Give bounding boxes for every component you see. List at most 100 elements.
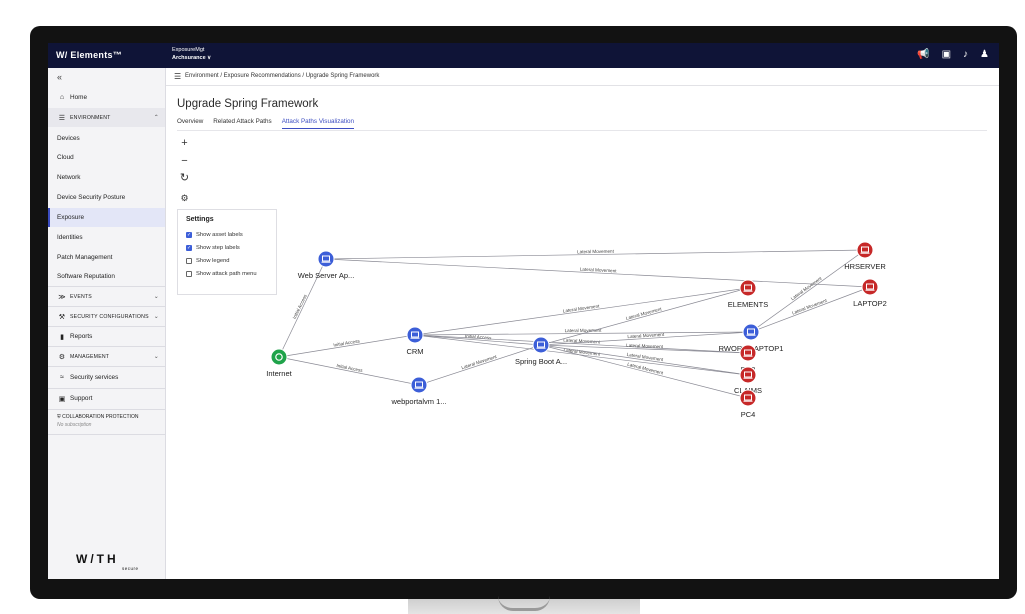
graph-edge-web-to-laptop2[interactable]: [325, 258, 871, 288]
sidebar-section-management[interactable]: ⚙ MANAGEMENT ⌄: [48, 347, 165, 366]
sidebar-item-network[interactable]: Network: [57, 174, 81, 181]
graph-node-internet[interactable]: Internet: [266, 348, 293, 378]
graph-edge-label: Initial Access: [292, 293, 308, 320]
sidebar: « ⌂ Home ☰ ENVIRONMENT ⌃ Devices Cloud N…: [48, 68, 166, 579]
graph-node-label: HRSERVER: [844, 262, 886, 271]
graph-edge-crm-to-claims[interactable]: [414, 334, 749, 376]
graph-edge-internet-to-webportal[interactable]: [278, 356, 420, 386]
graph-node-circle[interactable]: [406, 326, 424, 344]
show-step-labels-option[interactable]: ✓ Show step labels: [186, 241, 268, 254]
graph-edge-label: Lateral Movement: [790, 275, 823, 301]
graph-edge-crm-to-spring[interactable]: [414, 334, 542, 346]
sidebar-item-collaboration-protection[interactable]: ⛨ COLLABORATION PROTECTION No subscripti…: [57, 414, 138, 428]
user-icon[interactable]: ♟: [980, 49, 989, 60]
graph-edge-internet-to-web[interactable]: [278, 258, 327, 358]
sidebar-item-label: EVENTS: [70, 293, 92, 300]
laptop-icon: [415, 381, 423, 388]
settings-button[interactable]: ⚙: [180, 193, 189, 203]
option-label: Show step labels: [196, 244, 240, 251]
collapse-sidebar-icon[interactable]: «: [57, 72, 63, 82]
sidebar-item-exposure[interactable]: Exposure: [48, 208, 165, 227]
sidebar-item-software-reputation[interactable]: Software Reputation: [57, 273, 115, 280]
checkbox-checked-icon[interactable]: ✓: [186, 231, 192, 238]
zoom-in-button[interactable]: +: [181, 137, 188, 149]
graph-edge-spring-to-elements[interactable]: [540, 287, 749, 346]
sidebar-section-environment[interactable]: ☰ ENVIRONMENT ⌃: [48, 108, 165, 127]
graph-edge-spring-to-rwork[interactable]: [540, 331, 752, 346]
graph-node-spring[interactable]: Spring Boot A...: [515, 336, 567, 366]
graph-node-hrserver[interactable]: HRSERVER: [844, 241, 886, 271]
graph-edge-crm-to-pc3[interactable]: [414, 334, 749, 354]
megaphone-icon[interactable]: 📢: [917, 49, 930, 60]
graph-node-laptop2[interactable]: LAPTOP2: [853, 278, 887, 308]
graph-edge-internet-to-crm[interactable]: [278, 334, 416, 358]
sidebar-item-home[interactable]: ⌂ Home: [48, 88, 165, 107]
show-asset-labels-option[interactable]: ✓ Show asset labels: [186, 228, 268, 241]
zoom-out-button[interactable]: −: [181, 155, 188, 167]
chevron-down-icon: ⌄: [153, 294, 159, 300]
tab-overview[interactable]: Overview: [177, 118, 204, 125]
monitor-stand-neck: [498, 596, 550, 611]
graph-edge-rwork-to-hrserver[interactable]: [750, 249, 866, 333]
tab-attack-paths-visualization[interactable]: Attack Paths Visualization: [281, 118, 355, 129]
checkbox-checked-icon[interactable]: ✓: [186, 244, 192, 251]
graph-edge-label: Lateral Movement: [461, 354, 498, 370]
sidebar-item-support[interactable]: ▣ Support: [48, 389, 165, 408]
sidebar-item-label: Home: [70, 94, 88, 101]
graph-node-circle[interactable]: [739, 344, 757, 362]
graph-edge-webportal-to-spring[interactable]: [418, 344, 542, 386]
sidebar-item-patch-management[interactable]: Patch Management: [57, 254, 113, 261]
graph-node-circle[interactable]: [739, 366, 757, 384]
graph-node-label: PC4: [741, 410, 756, 419]
graph-node-circle[interactable]: [739, 389, 757, 407]
sidebar-item-device-security-posture[interactable]: Device Security Posture: [57, 194, 126, 201]
sidebar-item-reports[interactable]: ▮ Reports: [48, 327, 165, 346]
graph-edge-spring-to-claims[interactable]: [540, 344, 749, 376]
bell-icon[interactable]: ♪: [963, 49, 969, 60]
sidebar-divider: [48, 409, 165, 410]
sidebar-item-security-services[interactable]: ≈ Security services: [48, 368, 165, 387]
graph-edge-rwork-to-laptop2[interactable]: [750, 286, 871, 333]
graph-node-circle[interactable]: [410, 376, 428, 394]
org-selector[interactable]: Archsurance ∨: [172, 55, 212, 61]
org-switcher[interactable]: ExposureMgt Archsurance ∨: [172, 46, 211, 62]
graph-node-circle[interactable]: [861, 278, 879, 296]
sidebar-item-identities[interactable]: Identities: [57, 234, 83, 241]
breadcrumb[interactable]: Environment / Exposure Recommendations /…: [185, 73, 380, 79]
graph-edge-crm-to-elements[interactable]: [414, 287, 749, 336]
graph-node-pc4[interactable]: PC4: [739, 389, 757, 419]
graph-node-circle[interactable]: [532, 336, 550, 354]
collab-title: COLLABORATION PROTECTION: [62, 414, 139, 420]
graph-node-circle[interactable]: [317, 250, 335, 268]
sidebar-section-security-configurations[interactable]: ⚒ SECURITY CONFIGURATIONS ⌄: [48, 307, 165, 326]
graph-edge-spring-to-pc3[interactable]: [540, 344, 749, 354]
checkbox-unchecked-icon[interactable]: [186, 270, 192, 277]
graph-node-circle[interactable]: [270, 348, 288, 366]
checkbox-unchecked-icon[interactable]: [186, 257, 192, 264]
graph-node-webportal[interactable]: webportalvm 1...: [390, 376, 447, 406]
book-icon[interactable]: ▣: [941, 49, 952, 60]
tab-related-attack-paths[interactable]: Related Attack Paths: [213, 118, 272, 125]
option-label: Show legend: [196, 257, 230, 264]
show-attack-path-menu-option[interactable]: Show attack path menu: [186, 267, 268, 280]
graph-node-elements[interactable]: ELEMENTS: [728, 279, 768, 309]
graph-node-circle[interactable]: [742, 323, 760, 341]
graph-node-circle[interactable]: [739, 279, 757, 297]
graph-edge-web-to-hrserver[interactable]: [325, 249, 866, 260]
show-legend-option[interactable]: Show legend: [186, 254, 268, 267]
graph-node-circle[interactable]: [856, 241, 874, 259]
elements-logo[interactable]: W/ Elements™: [56, 50, 123, 60]
laptop-icon: [744, 284, 752, 291]
sidebar-item-label: ENVIRONMENT: [70, 114, 111, 121]
reset-view-button[interactable]: ↻: [179, 172, 190, 184]
sidebar-item-cloud[interactable]: Cloud: [57, 154, 74, 161]
gear-icon: ⚙: [58, 353, 66, 361]
withsecure-logo: W/TH secure: [76, 552, 138, 571]
sidebar-section-events[interactable]: ≫ EVENTS ⌄: [48, 287, 165, 306]
graph-edge-spring-to-pc4[interactable]: [540, 344, 749, 399]
graph-node-label: Web Server Ap...: [298, 271, 355, 280]
sidebar-item-devices[interactable]: Devices: [57, 135, 80, 142]
graph-node-crm[interactable]: CRM: [406, 326, 424, 356]
graph-node-web[interactable]: Web Server Ap...: [298, 250, 355, 280]
